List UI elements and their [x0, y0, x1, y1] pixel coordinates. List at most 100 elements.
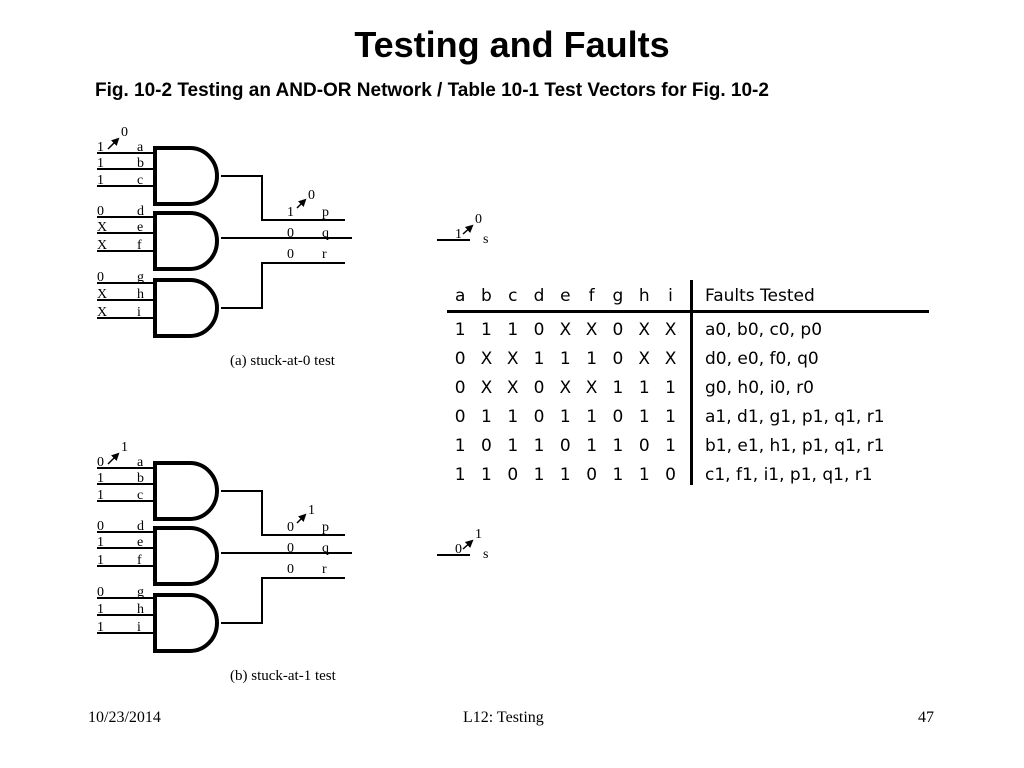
fault-value-a: 0 — [121, 125, 128, 140]
table-vertical-divider — [690, 280, 693, 485]
vector-cell: 0 — [533, 406, 545, 427]
and-gate-1 — [153, 146, 219, 206]
faults-tested-cell: d0, e0, f0, q0 — [705, 348, 819, 369]
vector-cell: 1 — [612, 464, 624, 485]
internal-value-p: 0 — [287, 520, 294, 535]
header-cell-f: f — [588, 286, 595, 306]
input-label-b: b — [137, 471, 144, 486]
input-value-b: 1 — [97, 156, 104, 171]
vector-cell: X — [506, 377, 519, 398]
vector-cell: 0 — [612, 348, 624, 369]
footer-page-number: 47 — [918, 709, 934, 726]
input-value-g: 0 — [97, 585, 104, 600]
vector-cell: 1 — [533, 348, 545, 369]
vector-cell: 0 — [665, 464, 676, 485]
header-cell-e: e — [560, 286, 571, 306]
input-value-f: X — [97, 238, 107, 253]
and-gate-1 — [153, 461, 219, 521]
input-value-d: 0 — [97, 204, 104, 219]
input-value-b: 1 — [97, 471, 104, 486]
vector-cell: X — [664, 348, 677, 369]
vector-cell: 0 — [586, 464, 598, 485]
fault-arrow-s — [462, 539, 474, 550]
vector-cell: 1 — [454, 464, 466, 485]
internal-label-r: r — [322, 247, 327, 262]
input-label-i: i — [137, 305, 141, 320]
fault-arrow-a — [107, 137, 120, 150]
footer-lecture: L12: Testing — [463, 709, 544, 726]
faults-tested-cell: b1, e1, h1, p1, q1, r1 — [705, 435, 885, 456]
vector-cell: X — [638, 348, 651, 369]
vector-cell: 1 — [507, 319, 519, 340]
wire-r — [221, 577, 345, 624]
vector-cell: 0 — [454, 348, 466, 369]
faults-tested-cell: c1, f1, i1, p1, q1, r1 — [705, 464, 873, 485]
fault-arrow-p — [296, 513, 307, 524]
vector-cell: 1 — [454, 319, 466, 340]
fault-arrow-s — [462, 224, 474, 235]
internal-value-r: 0 — [287, 247, 294, 262]
faults-tested-cell: g0, h0, i0, r0 — [705, 377, 814, 398]
input-value-a: 0 — [97, 455, 104, 470]
vector-cell: 1 — [454, 435, 466, 456]
header-cell-i: i — [668, 286, 673, 306]
footer-date: 10/23/2014 — [88, 709, 161, 726]
input-value-f: 1 — [97, 553, 104, 568]
input-value-i: 1 — [97, 620, 104, 635]
output-value-s: 0 — [455, 542, 462, 557]
wire-r — [221, 262, 345, 309]
vector-cell: 1 — [586, 406, 598, 427]
internal-label-p: p — [322, 205, 329, 220]
vector-cell: 1 — [665, 435, 676, 456]
internal-label-r: r — [322, 562, 327, 577]
input-value-i: X — [97, 305, 107, 320]
faults-tested-cell: a0, b0, c0, p0 — [705, 319, 823, 340]
vector-cell: X — [585, 319, 598, 340]
internal-value-q: 0 — [287, 541, 294, 556]
vector-cell: 1 — [559, 348, 571, 369]
output-label-s: s — [483, 547, 488, 562]
vector-cell: 1 — [481, 464, 492, 485]
input-value-a: 1 — [97, 140, 104, 155]
vector-cell: 0 — [612, 406, 624, 427]
slide-title: Testing and Faults — [354, 24, 670, 65]
vector-cell: 1 — [665, 377, 676, 398]
fault-value-p: 0 — [308, 188, 315, 203]
vector-cell: 1 — [481, 406, 492, 427]
input-value-e: 1 — [97, 535, 104, 550]
fault-value-p: 1 — [308, 503, 315, 518]
vector-cell: X — [638, 319, 651, 340]
internal-label-p: p — [322, 520, 329, 535]
header-cell-a: a — [454, 286, 466, 306]
vector-cell: X — [664, 319, 677, 340]
vector-cell: 1 — [586, 348, 598, 369]
vector-cell: 1 — [507, 406, 519, 427]
input-label-c: c — [137, 488, 143, 503]
vector-cell: X — [585, 377, 598, 398]
and-gate-2 — [153, 211, 219, 271]
input-value-g: 0 — [97, 270, 104, 285]
vector-cell: 0 — [454, 406, 466, 427]
vector-cell: 1 — [638, 377, 650, 398]
input-label-f: f — [137, 238, 142, 253]
vector-cell: 0 — [612, 319, 624, 340]
vector-cell: 1 — [612, 435, 624, 456]
input-label-i: i — [137, 620, 141, 635]
header-cell-b: b — [481, 286, 492, 306]
vector-cell: 1 — [638, 406, 650, 427]
wire-p — [221, 175, 345, 221]
input-label-g: g — [137, 585, 144, 600]
and-gate-2 — [153, 526, 219, 586]
vector-cell: 1 — [533, 464, 545, 485]
input-value-d: 0 — [97, 519, 104, 534]
input-label-e: e — [137, 535, 143, 550]
input-label-h: h — [137, 287, 144, 302]
